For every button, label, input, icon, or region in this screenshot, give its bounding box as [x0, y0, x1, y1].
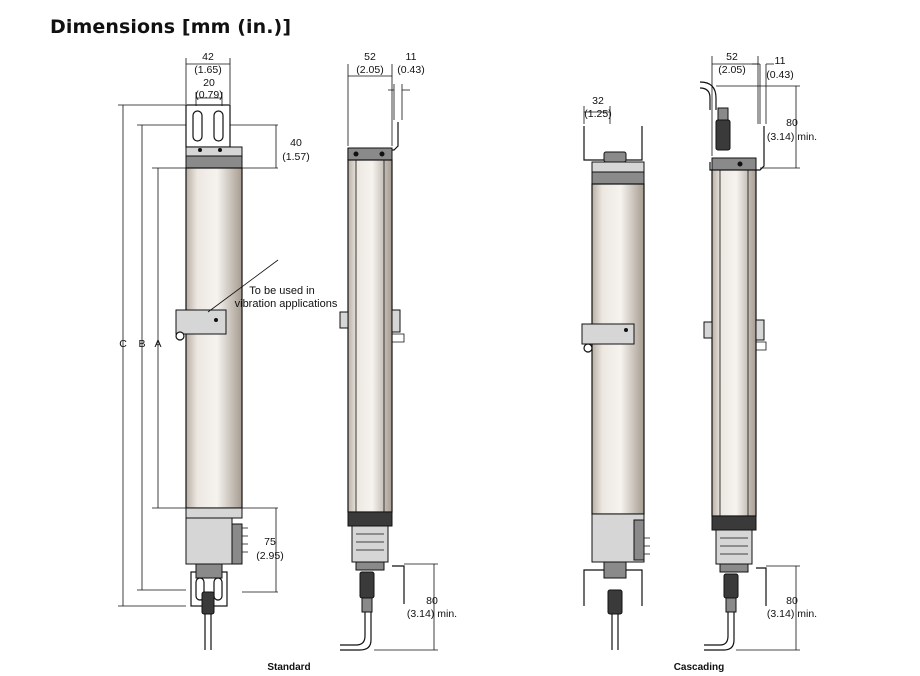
cable	[204, 614, 212, 650]
cable-connector	[201, 591, 215, 615]
cascade-bottom-cable	[704, 612, 735, 651]
svg-text:(2.05): (2.05)	[356, 64, 383, 76]
svg-text:(2.05): (2.05)	[718, 64, 745, 76]
svg-text:(3.14) min.: (3.14) min.	[767, 131, 817, 143]
page-title: Dimensions [mm (in.)]	[50, 16, 292, 38]
svg-text:(1.57): (1.57)	[282, 151, 309, 163]
standard-dimensions	[118, 58, 279, 607]
svg-text:(3.14) min.: (3.14) min.	[407, 608, 457, 620]
cascade-top-cable	[699, 81, 717, 110]
screw	[218, 148, 222, 152]
side-housing	[347, 159, 393, 513]
screw	[198, 148, 202, 152]
label-b: B	[138, 338, 145, 350]
label-a: A	[154, 338, 161, 350]
dim-side-80: 80	[426, 595, 438, 607]
dim-width-42: 42	[202, 51, 214, 63]
bottom-electronics	[185, 517, 233, 565]
connector	[195, 563, 223, 579]
vibration-note-line2: vibration applications	[235, 298, 338, 310]
caption-cascading: Cascading	[674, 662, 725, 673]
dim-height-40: 40	[290, 137, 302, 149]
bracket-screw	[175, 331, 185, 341]
top-end-cap	[185, 146, 243, 157]
cascade-vibration-bracket	[581, 323, 635, 345]
cascade-top-cable-connector	[715, 119, 731, 151]
dim-width-20: 20	[203, 77, 215, 89]
svg-text:(3.14) min.: (3.14) min.	[767, 608, 817, 620]
label-c: C	[119, 338, 127, 350]
dim-side-11: 11	[406, 51, 417, 63]
standard-side-view	[339, 122, 405, 651]
top-end-cap-lower	[185, 155, 243, 169]
svg-text:(0.43): (0.43)	[397, 64, 424, 76]
dim-side-52: 52	[364, 51, 376, 63]
vibration-bracket	[175, 309, 227, 335]
dim-cascade-bottom-80: 80	[786, 595, 798, 607]
standard-front-view	[175, 104, 248, 650]
svg-text:(2.95): (2.95)	[256, 550, 283, 562]
cascading-front-view	[581, 126, 650, 650]
cascade-top-connector	[603, 151, 627, 163]
cascading-side-view	[699, 81, 767, 651]
side-cable	[340, 612, 372, 651]
dim-cascade-side-52: 52	[726, 51, 738, 63]
side-dimensions	[347, 64, 438, 651]
svg-text:(1.65): (1.65)	[194, 64, 221, 76]
cascade-side-dimensions	[711, 56, 800, 651]
svg-text:(0.79): (0.79)	[195, 89, 222, 101]
caption-standard: Standard	[267, 662, 310, 673]
cascade-cable	[611, 614, 619, 650]
bracket-slot	[192, 110, 203, 142]
svg-text:(0.43): (0.43)	[766, 69, 793, 81]
dim-height-75: 75	[264, 536, 276, 548]
bottom-end-cap	[185, 507, 243, 519]
sensor-housing	[185, 167, 243, 509]
cascade-front-dimensions	[583, 106, 611, 124]
svg-text:(1.25): (1.25)	[584, 108, 611, 120]
side-bottom-bracket	[392, 565, 405, 604]
cascade-housing	[591, 183, 645, 515]
cascade-side-housing	[711, 169, 757, 517]
dim-cascade-top-80: 80	[786, 117, 798, 129]
dim-cascade-32: 32	[592, 95, 604, 107]
bracket-slot	[213, 110, 224, 142]
side-cable-connector	[359, 571, 375, 599]
side-electronics	[347, 511, 393, 527]
vibration-note-line1: To be used in	[249, 285, 314, 297]
dim-cascade-side-11: 11	[775, 55, 786, 67]
